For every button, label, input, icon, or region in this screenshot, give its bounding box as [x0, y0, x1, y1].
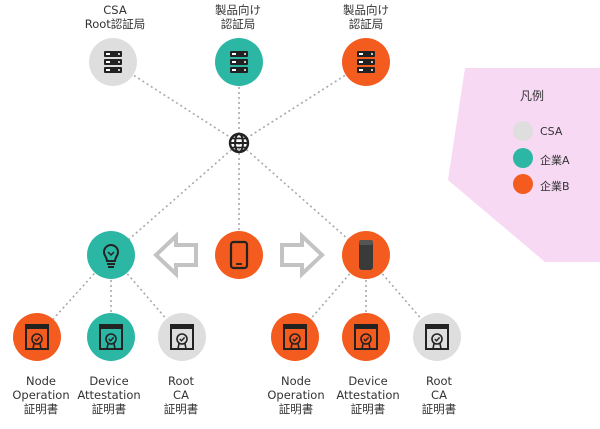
node-certificate-right-5 — [413, 313, 461, 361]
direction-arrows — [153, 231, 325, 279]
lightbulb-icon — [102, 244, 120, 268]
connector-lines — [36, 61, 438, 338]
server-icon — [230, 51, 248, 73]
legend-label-csa: CSA — [540, 125, 563, 138]
top-node-label-product-ca-a: 製品向け認証局 — [215, 3, 261, 31]
smartphone-icon — [229, 240, 249, 270]
diagram-nodes — [13, 38, 461, 361]
arrow-left-icon — [153, 231, 198, 279]
connector-top-2 — [238, 61, 367, 144]
node-certificate-left-1 — [87, 313, 135, 361]
legend-panel — [448, 68, 600, 262]
node-certificate-right-4 — [342, 313, 390, 361]
legend-label-company-b: 企業B — [540, 180, 570, 193]
arrow-right-icon — [280, 231, 325, 279]
server-icon — [357, 51, 375, 73]
node-certificate-left-0 — [13, 313, 61, 361]
legend-swatch-企業A — [513, 148, 533, 168]
connector-hub-speaker — [238, 142, 367, 256]
globe-icon — [228, 132, 250, 154]
smart-speaker-icon — [359, 240, 373, 270]
legend-label-company-a: 企業A — [540, 154, 570, 167]
connector-hub-bulb — [110, 142, 240, 256]
top-node-label-product-ca-b: 製品向け認証局 — [343, 3, 389, 31]
legend-title: 凡例 — [520, 89, 545, 103]
legend-swatch-企業B — [513, 174, 533, 194]
server-icon — [104, 51, 122, 73]
node-phone — [215, 231, 263, 279]
connector-bulb-cert-0 — [36, 254, 112, 338]
node-certificate-left-2 — [158, 313, 206, 361]
node-certificate-right-3 — [271, 313, 319, 361]
legend-swatch-CSA — [513, 121, 533, 141]
